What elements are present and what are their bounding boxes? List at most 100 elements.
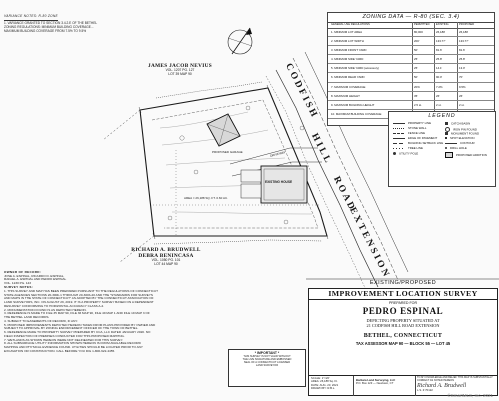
abutter-owner-top: JAMES JACOB NEVIUS VOL. 1207 PG. 127 LOT…: [120, 63, 240, 77]
existing-house-label: EXISTING HOUSE: [265, 180, 293, 184]
legend-item: STONE WALL: [393, 126, 426, 131]
legend-item: EDGE OF PAVEMENT: [393, 136, 437, 141]
title-client-name: PEDRO ESPINAL: [362, 306, 444, 316]
survey-note-line: 7. WETLANDS AS SHOWN HEREON WERE NOT DEL…: [4, 337, 124, 342]
variance-notes: VARIANCE NOTES: R-80 ZONE 1. VARIANCE GR…: [4, 4, 149, 34]
survey-note-line: 8. ALL SUBSURFACE UTILITY INFORMATION SH…: [4, 341, 141, 346]
legend: LEGEND PROPERTY LINE STONE WALL FENCE LI…: [388, 111, 496, 187]
zoning-col-divider: [457, 22, 458, 125]
title-city: BETHEL, CONNECTICUT: [363, 333, 443, 339]
proposed-garage: [206, 113, 241, 147]
title-description: DEPICTING PROPERTY SITUATED AT 21 CODFIS…: [309, 318, 497, 328]
owner-of-record-title: OWNER OF RECORD:: [4, 270, 42, 274]
abutter-lot: LOT 44 MAP 90: [154, 261, 178, 266]
zoning-data-table: ZONING DATA — R-80 (SEC. 3.4) GENERAL US…: [327, 12, 495, 126]
title-scale: SCALE: 1"=20': [311, 376, 330, 380]
north-arrow: [227, 27, 253, 55]
abutter-name: DEBRA BENINCASA: [138, 253, 194, 259]
title-firm: Barbara Land Surveying, LLC: [356, 378, 396, 382]
lot-boundary: [102, 87, 328, 263]
title-area: AREA: 26,188 Sq. Ft.: [311, 379, 338, 384]
legend-item: TREE LINE: [393, 146, 423, 151]
zoning-col-divider: [412, 22, 413, 125]
legend-item: CATCH BASIN: [445, 121, 470, 126]
survey-note-line: 5. PROPOSED IMPROVEMENTS DEPICTED HEREON…: [4, 322, 156, 327]
title-prepared-for: PREPARED FOR: [388, 301, 418, 305]
legend-item: UTILITY POLE: [393, 151, 418, 156]
title-description-line: DEPICTING PROPERTY SITUATED AT: [366, 318, 440, 323]
variance-line: ZONING REGULATIONS: MINIMUM BUILDING COV…: [4, 24, 94, 29]
survey-note-line: 4. SUBJECT TO EASEMENTS OF RECORD, IF AN…: [4, 318, 78, 323]
important-line: THE LIVE SIGNATURE AND EMBOSSED: [242, 358, 292, 362]
legend-item: MONUMENT FOUND: [445, 131, 479, 136]
title-firm-address: P.O. Box 123 — Newtown, CT: [356, 381, 394, 386]
survey-note-line: 1. THIS SURVEY AND MAP HAS BEEN PREPARED…: [4, 288, 158, 293]
title-date: DATE: AUG. 23, 2021: [311, 382, 339, 387]
variance-line: MAXIMUM BUILDING COVERAGE FROM 7.5% TO 9…: [4, 28, 87, 33]
abutter-owner-bottom: RICHARD A. BRUDWELL DEBRA BENINCASA VOL.…: [96, 247, 236, 267]
legend-item: PROPERTY LINE: [393, 121, 431, 126]
legend-item: BUILDING SETBACK LINE: [393, 141, 443, 146]
legend-item: PROPOSED ADDITION: [445, 152, 487, 158]
owner-of-record-line: RAFAEL A. ESPINAL AND PEDRO ESPINAL: [4, 277, 67, 282]
survey-note-line: EXCAVATION OR CONSTRUCTION. CALL BEFORE …: [4, 348, 116, 353]
road-lines: [265, 51, 409, 291]
abutter-lot: LOT 39 MAP 90: [168, 71, 192, 76]
title-block: EXISTING/PROPOSED IMPROVEMENT LOCATION S…: [308, 280, 498, 396]
owner-of-record-line: JOSE A. ESPINAL, RICARDO D. ESPINAL,: [4, 273, 65, 278]
stone-wall: [153, 81, 323, 245]
survey-note-line: AND MAPS IN THE STATE OF CONNECTICUT" AS…: [4, 296, 154, 301]
survey-note-line: 6. REFERENCE MADE TO PROPERTY SURVEY PRE…: [4, 330, 151, 334]
important-line: THIS SURVEY IS NOT VALID WITHOUT: [243, 355, 291, 359]
zoning-header-row: GENERAL USE REGULATIONS PERMITTED EXISTI…: [328, 22, 494, 29]
title-license: L.S. # 70122: [417, 387, 433, 392]
abutter-name: JAMES JACOB NEVIUS: [148, 63, 212, 69]
legend-item: FENCE LINE: [393, 131, 425, 136]
zoning-title: ZONING DATA — R-80 (SEC. 3.4): [328, 13, 494, 23]
legend-item: CONTOUR: [445, 141, 475, 145]
zoning-col-divider: [434, 22, 435, 125]
title-certification: TO MY KNOWLEDGE AND BELIEF THIS MAP IS S…: [417, 376, 493, 382]
survey-notes: SURVEY NOTES: 1. THIS SURVEY AND MAP HAS…: [4, 285, 304, 354]
important-notice: * IMPORTANT * THIS SURVEY IS NOT VALID W…: [228, 349, 306, 387]
title-tax-assessor: TAX ASSESSOR MAP 90 — BLOCK 55 — LOT 45: [355, 341, 451, 346]
survey-note-line: RESURVEY CONFORMING TO HORIZONTAL ACCURA…: [4, 303, 105, 308]
survey-note-line: 3. REFERENCE IS MADE TO FILE 35 MAP 90, …: [4, 311, 150, 316]
lot-area-label: AREA = 26,188 SQ. FT. 0.60 AC.: [184, 196, 228, 200]
zoning-header: PROPOSED: [459, 23, 475, 26]
title-heading: IMPROVEMENT LOCATION SURVEY: [309, 289, 497, 300]
existing-house: [240, 165, 308, 204]
boundary-ticks: [138, 84, 329, 240]
title-address: 21 CODFISH HILL ROAD EXTENSION: [366, 323, 440, 328]
title-drawn-by: DRAWN BY: R.B.L.: [311, 385, 336, 390]
title-info-strip: SCALE: 1"=20' AREA: 26,188 Sq. Ft. DATE:…: [309, 375, 497, 396]
watermark-brand: ©SmartMLS, Inc. 2021: [447, 393, 493, 398]
important-line: SEAL OF A CONNECTICUT LICENSED: [243, 361, 291, 365]
surveyor-signature: Richard A. Brudwell: [417, 383, 467, 389]
survey-note-line: SUBJECT TO APPROVAL BY ZONING ENFORCEMEN…: [4, 326, 139, 331]
table-row: 5. MINIMUM SIDE YARD (accessory)25'14.1'…: [328, 64, 494, 74]
survey-note-line: LAND SURVEYORS, INC. ON AUGUST 29, 2019.…: [4, 300, 154, 304]
zoning-header: GENERAL USE REGULATIONS: [331, 23, 370, 26]
important-title: * IMPORTANT *: [254, 351, 280, 355]
survey-note-line: FIELD INSPECTION OF PREMISES CONDUCTED F…: [4, 333, 125, 338]
owner-of-record: OWNER OF RECORD: JOSE A. ESPINAL, RICARD…: [4, 270, 119, 286]
zoning-header: EXISTING: [436, 23, 449, 26]
survey-note-line: 2. MONUMENTATION FOUND IS AS DEPICTED HE…: [4, 307, 87, 312]
survey-note-line: MAPPING AND PHYSICAL EVIDENCE FOUND. UTI…: [4, 345, 143, 349]
abutter-name: RICHARD A. BRUDWELL: [131, 247, 201, 253]
zoning-header: PERMITTED: [414, 23, 430, 26]
survey-note-line: STATE AGENCIES SECTIONS 20-300b-1 THROUG…: [4, 292, 153, 297]
variance-notes-title: VARIANCE NOTES: R-80 ZONE: [4, 14, 58, 21]
owner-of-record-line: VOL. 1230 PG. 143: [4, 281, 32, 286]
title-strip-cell: TO MY KNOWLEDGE AND BELIEF THIS MAP IS S…: [415, 376, 497, 396]
